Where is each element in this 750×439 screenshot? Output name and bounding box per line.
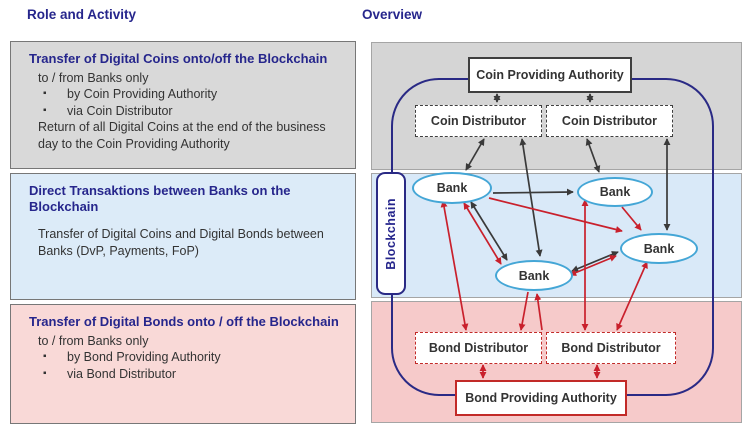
arrow-bank-tl-bond-distributor-left bbox=[440, 200, 469, 331]
section-bullet-line: via Coin Distributor bbox=[38, 103, 347, 120]
node-bond-providing-authority: Bond Providing Authority bbox=[455, 380, 627, 416]
section-line: to / from Banks only bbox=[38, 70, 149, 85]
node-coin-distributor-right: Coin Distributor bbox=[546, 105, 673, 137]
node-coin-distributor-left: Coin Distributor bbox=[415, 105, 542, 137]
node-bank-top-left: Bank bbox=[412, 172, 492, 204]
arrow-bank-bottom-to-bond-distributor-left bbox=[518, 291, 529, 331]
arrow-bank-right-bond-distributor-right bbox=[616, 261, 648, 331]
arrow-bank-tl-to-bank-right bbox=[488, 197, 623, 233]
node-bank-right: Bank bbox=[620, 233, 698, 264]
section-heading: Direct Transaktions between Banks on the… bbox=[29, 183, 291, 214]
node-bond-distributor-right: Bond Distributor bbox=[546, 332, 676, 364]
arrow-bank-tl-bank-bottom-red bbox=[463, 202, 502, 265]
left-panel-title: Role and Activity bbox=[27, 7, 137, 22]
node-bank-top-right: Bank bbox=[577, 177, 653, 207]
section-bullet-line: via Bond Distributor bbox=[38, 366, 347, 383]
section-bullet-line: by Bond Providing Authority bbox=[38, 349, 347, 366]
section-direct-transactions: Direct Transaktions between Banks on the… bbox=[10, 173, 356, 300]
overview-title: Overview bbox=[362, 7, 423, 22]
arrow-bond-distributor-left-to-bank-bottom bbox=[534, 293, 543, 331]
node-bank-bottom: Bank bbox=[495, 260, 573, 291]
arrow-bank-tr-to-bank-right bbox=[621, 206, 642, 231]
section-line: Transfer of Digital Coins and Digital Bo… bbox=[38, 227, 324, 258]
section-line: Return of all Digital Coins at the end o… bbox=[38, 120, 326, 151]
node-bond-distributor-left: Bond Distributor bbox=[415, 332, 542, 364]
section-bullet-line: by Coin Providing Authority bbox=[38, 86, 347, 103]
arrow-bank-bottom-bank-right-red bbox=[569, 255, 617, 276]
arrow-bank-tl-bank-tr bbox=[492, 188, 574, 196]
arrow-coin-distributor-left-bank-tl bbox=[465, 138, 485, 171]
arrow-bank-bottom-bank-right-black bbox=[571, 251, 619, 272]
section-bond-transfer: Transfer of Digital Bonds onto / off the… bbox=[10, 304, 356, 424]
section-line: to / from Banks only bbox=[38, 333, 149, 348]
arrow-coin-distributor-right-bank-tr bbox=[585, 138, 601, 173]
section-heading: Transfer of Digital Bonds onto / off the… bbox=[29, 314, 339, 329]
arrow-coin-distributor-left-bank-bottom bbox=[519, 138, 543, 257]
blockchain-label-text: Blockchain bbox=[384, 197, 398, 270]
section-heading: Transfer of Digital Coins onto/off the B… bbox=[29, 51, 328, 66]
section-coin-transfer: Transfer of Digital Coins onto/off the B… bbox=[10, 41, 356, 169]
node-coin-providing-authority: Coin Providing Authority bbox=[468, 57, 632, 93]
arrow-bank-tl-bank-bottom-black bbox=[470, 201, 508, 261]
blockchain-label: Blockchain bbox=[376, 172, 406, 295]
